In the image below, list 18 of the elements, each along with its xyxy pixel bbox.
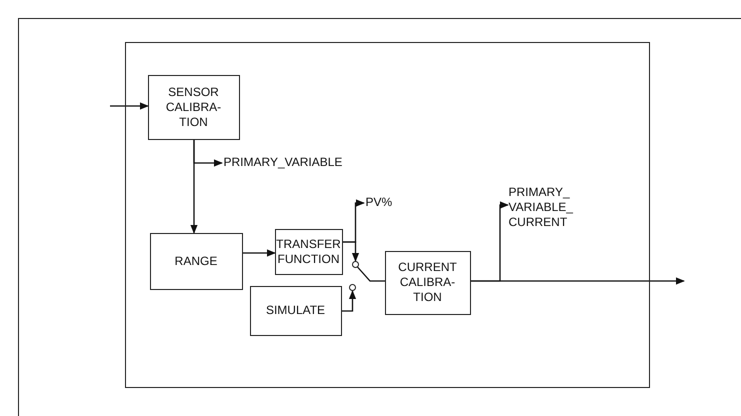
process-box: SIMULATE xyxy=(250,286,342,336)
process-box: RANGE xyxy=(150,232,242,290)
process-box: CURRENT CALIBRA- TION xyxy=(384,250,470,314)
arrow xyxy=(110,102,149,110)
process-box: TRANSFER FUNCTION xyxy=(274,228,342,274)
switch-contact xyxy=(352,260,358,268)
function-block-outline xyxy=(125,42,650,388)
arrow xyxy=(342,290,356,312)
signal-label: PRIMARY_VARIABLE xyxy=(224,155,342,170)
arrow xyxy=(343,241,360,262)
arrow xyxy=(357,266,385,282)
arrow xyxy=(190,140,198,234)
signal-label: PV% xyxy=(366,195,392,210)
arrow xyxy=(243,249,276,257)
signal-label: PRIMARY_ VARIABLE_ CURRENT xyxy=(508,185,574,230)
arrow xyxy=(471,277,685,285)
switch-contact xyxy=(348,284,356,290)
process-box: SENSOR CALIBRA- TION xyxy=(148,74,240,140)
